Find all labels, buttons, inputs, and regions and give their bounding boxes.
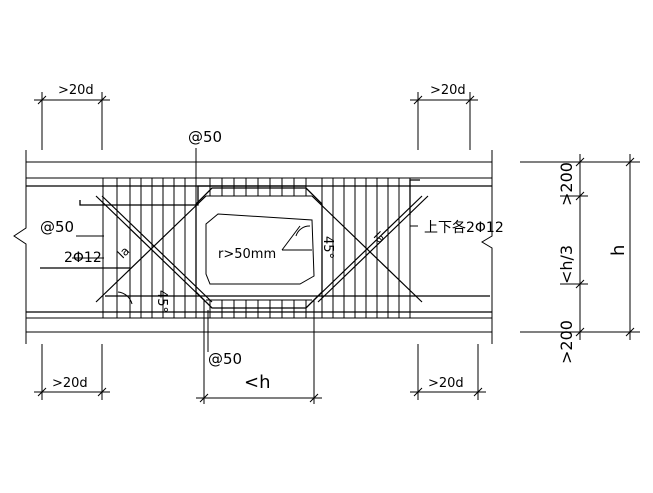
stirrups — [102, 178, 411, 318]
label-45-center: 45° — [320, 236, 335, 259]
label-radius: r>50mm — [218, 247, 276, 262]
label-at50-bottom: @50 — [208, 350, 242, 368]
label-h3: <h/3 — [557, 245, 576, 284]
label-at50-left: @50 — [40, 218, 74, 236]
beam-outline — [13, 150, 493, 344]
dimension-lines — [34, 92, 640, 404]
label-200-bottom: >200 — [557, 320, 576, 364]
label-at50-top: @50 — [188, 128, 222, 146]
label-top-bottom-each: 上下各2Φ12 — [424, 220, 504, 236]
label-2phi12: 2Φ12 — [64, 250, 102, 266]
label-200-top: >200 — [557, 162, 576, 206]
text-labels: >20d >20d >20d >20d @50 @50 @50 2Φ12 上下各… — [40, 83, 629, 393]
label-20d-top-right: >20d — [430, 83, 466, 98]
label-20d-bottom-left: >20d — [52, 376, 88, 391]
label-20d-bottom-right: >20d — [428, 376, 464, 391]
label-45-left: 45° — [154, 290, 169, 313]
diagonal-bars — [95, 195, 429, 303]
label-h: h — [608, 245, 629, 256]
label-h-bottom: <h — [244, 372, 271, 393]
opening — [195, 187, 323, 309]
label-20d-top-left: >20d — [58, 83, 94, 98]
longitudinal-bars — [26, 179, 492, 313]
